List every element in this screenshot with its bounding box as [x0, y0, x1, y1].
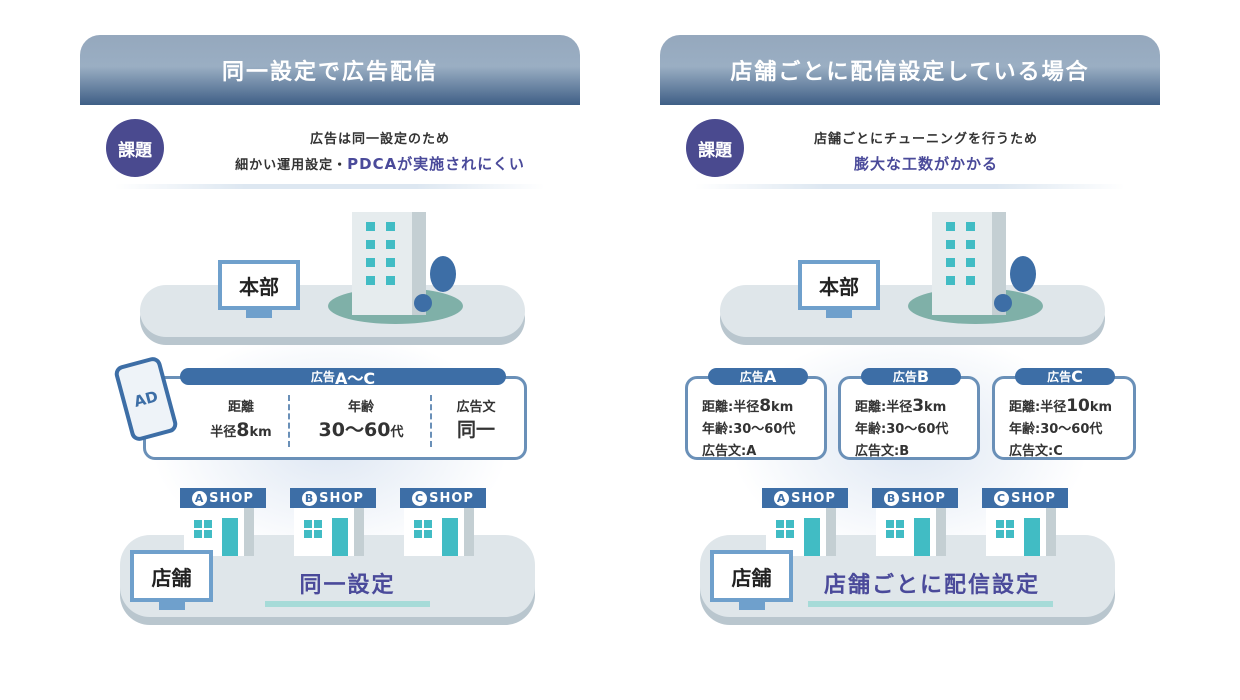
age-col: 年齢 30～60代 — [296, 397, 426, 444]
adtext-col: 広告文 同一 — [436, 397, 516, 441]
age-label: 年齢 — [347, 400, 374, 415]
bottom-label: 同一設定 — [299, 573, 396, 598]
divider — [695, 184, 1125, 189]
issue-line-1: 店舗ごとにチューニングを行うため — [813, 132, 1038, 147]
store-monitor: 店舗 — [130, 550, 213, 610]
adtext-value: 同一 — [456, 419, 495, 441]
hq-monitor: 本部 — [798, 260, 880, 318]
hq-monitor: 本部 — [218, 260, 300, 318]
store-monitor: 店舗 — [710, 550, 793, 610]
building-icon — [932, 212, 1006, 315]
ad-settings-box: 距離 半径8km 年齢 30～60代 広告文 同一 — [143, 376, 527, 460]
ad-box-c: 距離:半径10km 年齢:30～60代広告文:C — [992, 376, 1136, 460]
issue-highlight: PDCAが実施されにくい — [347, 155, 525, 173]
tree-icon — [1010, 256, 1036, 292]
divider — [115, 184, 545, 189]
separator — [430, 395, 432, 447]
issue-plain: 細かい運用設定・ — [235, 158, 348, 173]
distance-label: 距離 — [227, 400, 254, 415]
underline — [808, 601, 1053, 607]
issue-highlight: 膨大な工数がかかる — [853, 155, 998, 173]
issue-badge: 課題 — [686, 119, 744, 177]
adtext-label: 広告文 — [456, 400, 496, 415]
issue-line-2: 細かい運用設定・PDCAが実施されにくい — [180, 152, 580, 178]
ad-box-b: 距離:半径3km 年齢:30～60代広告文:B — [838, 376, 980, 460]
right-issue-text: 店舗ごとにチューニングを行うため 膨大な工数がかかる — [726, 128, 1126, 176]
bottom-label: 店舗ごとに配信設定 — [823, 573, 1040, 598]
left-panel-title: 同一設定で広告配信 — [80, 35, 580, 105]
separator — [288, 395, 290, 447]
tree-icon — [430, 256, 456, 292]
building-icon — [352, 212, 426, 315]
age-value: 30～60代 — [318, 419, 404, 441]
issue-badge: 課題 — [106, 119, 164, 177]
distance-value: 半径8km — [210, 419, 272, 441]
left-issue-text: 広告は同一設定のため 細かい運用設定・PDCAが実施されにくい — [180, 128, 580, 178]
right-panel-title: 店舗ごとに配信設定している場合 — [660, 35, 1160, 105]
issue-line-1: 広告は同一設定のため — [309, 132, 450, 147]
bush-icon — [414, 294, 432, 312]
distance-col: 距離 半径8km — [186, 397, 296, 444]
underline — [265, 601, 430, 607]
ad-box-a: 距離:半径8km 年齢:30～60代広告文:A — [685, 376, 827, 460]
bush-icon — [994, 294, 1012, 312]
